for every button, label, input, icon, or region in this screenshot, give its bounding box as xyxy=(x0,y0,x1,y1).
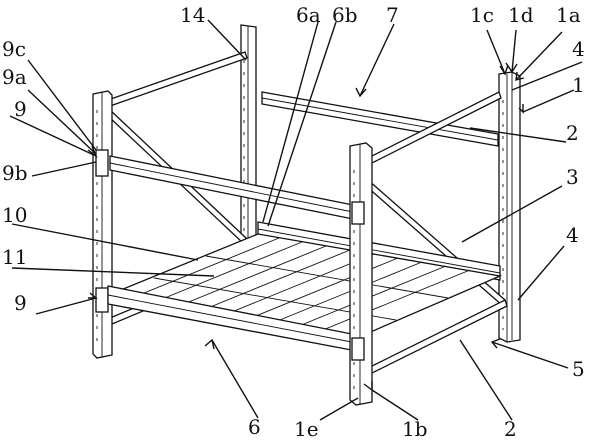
label-1e: 1e xyxy=(294,417,319,441)
upper-back-beam xyxy=(261,91,499,147)
upright-front-right xyxy=(349,142,373,406)
label-6: 6 xyxy=(248,415,261,439)
label-14: 14 xyxy=(180,3,205,27)
reference-labels: 14 6a 6b 7 1c 1d 1a 4 1 2 3 4 5 2 1b 1e … xyxy=(2,3,585,441)
label-1: 1 xyxy=(572,73,585,97)
label-1d: 1d xyxy=(508,3,534,27)
label-1b: 1b xyxy=(402,417,428,441)
label-9-top: 9 xyxy=(14,97,27,121)
label-4-top: 4 xyxy=(572,37,585,61)
label-4-bottom: 4 xyxy=(566,223,579,247)
label-2-bottom: 2 xyxy=(504,417,517,441)
label-3: 3 xyxy=(566,165,579,189)
label-2-top: 2 xyxy=(566,121,579,145)
upright-front-left xyxy=(92,90,113,359)
label-1a: 1a xyxy=(556,3,581,27)
label-10: 10 xyxy=(2,203,27,227)
top-side-rail-left xyxy=(107,51,248,107)
label-11: 11 xyxy=(2,245,27,269)
upper-front-beam xyxy=(109,155,359,221)
label-9a: 9a xyxy=(2,65,27,89)
leader-lines xyxy=(9,19,583,421)
label-5: 5 xyxy=(572,357,585,381)
label-9b: 9b xyxy=(2,161,28,185)
label-9-bottom: 9 xyxy=(14,291,27,315)
label-9c: 9c xyxy=(2,37,26,61)
label-1c: 1c xyxy=(470,3,494,27)
label-6a: 6a xyxy=(296,3,321,27)
label-7: 7 xyxy=(386,3,399,27)
label-6b: 6b xyxy=(332,3,358,27)
